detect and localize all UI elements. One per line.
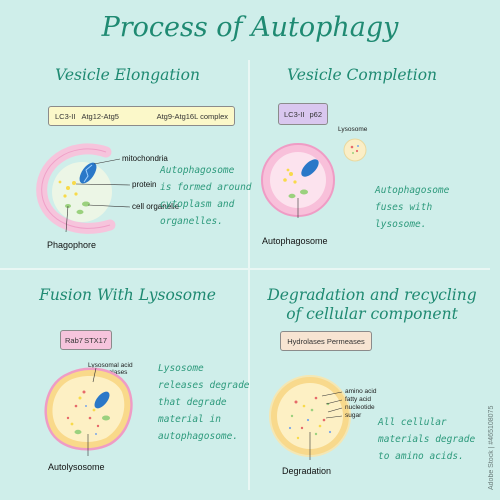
protein-stx17: STX17 [84,335,107,345]
elongation-protein-box: LC3-II Atg12-Atg5 Atg9-Atg16L complex [48,106,235,126]
degradation-heading: Degradation and recycling of cellular co… [252,286,492,324]
page-title: Process of Autophagy [101,12,399,43]
desc-line: Autophagosome [375,185,450,196]
phagophore-label: Phagophore [47,240,97,250]
degradation-heading-line: Degradation and recycling [267,286,477,304]
amino-acid-label: amino acid [345,388,377,395]
desc-line: to amino acids. [378,451,464,462]
degradation-protein-box: Hydrolases Permeases [280,331,372,351]
horizontal-divider [0,268,490,270]
sugar-label: sugar [345,412,362,419]
stock-watermark: Adobe Stock | #465108075 [488,405,495,490]
desc-line: organelles. [160,216,223,227]
protein-label: protein [132,180,157,189]
protein-atg12-atg5: Atg12-Atg5 [81,111,119,121]
lysosomal-acid-label: Lysosomal acid [88,362,133,369]
protein-lc3: LC3-II [55,111,76,121]
protein-rab7: Rab7 [65,335,83,345]
desc-line: is formed around [160,182,252,193]
organelle-label: cell organelle [132,202,180,211]
protein-atg9-complex: Atg9-Atg16L complex [156,111,228,121]
elongation-description: Autophagosome is formed around cytoplasm… [160,162,252,230]
completion-protein-box: LC3-II p62 [278,103,328,125]
desc-line: materials degrade [378,434,476,445]
desc-line: Lysosome [158,363,204,374]
degradation-heading-line: of cellular component [286,305,458,323]
autolysosome-label: Autolysosome [48,462,105,472]
protein-hydrolases-permeases: Hydrolases Permeases [287,336,365,346]
mitochondria-label: mitochondria [122,154,168,163]
desc-line: material in [158,414,221,425]
elongation-heading: Vesicle Elongation [55,66,200,84]
desc-line: Autophagosome [160,165,235,176]
vertical-divider [248,60,250,490]
protein-p62: p62 [309,109,322,119]
degradation-description: All cellular materials degrade to amino … [378,414,475,465]
desc-line: autophagosome. [158,431,239,442]
desc-line: lysosome. [375,219,427,230]
fatty-acid-label: fatty acid [345,396,372,403]
desc-line: that degrade [158,397,227,408]
completion-heading: Vesicle Completion [286,66,438,84]
protein-lc3: LC3-II [284,109,305,119]
phagophore-diagram [36,143,131,234]
fusion-heading: Fusion With Lysosome [39,286,216,304]
desc-line: fuses with [375,202,433,213]
autophagosome-label: Autophagosome [262,236,328,246]
degradation-diagram [269,375,351,460]
fusion-description: Lysosome releases degrade that degrade m… [158,360,250,445]
desc-line: cytoplasm and [160,199,235,210]
completion-description: Autophagosome fuses with lysosome. [375,182,449,233]
autolysosome-diagram [44,367,133,456]
degradation-label: Degradation [282,466,332,476]
desc-line: releases degrade [158,380,250,391]
lysosome-label: Lysosome [338,126,368,133]
lysosome-diagram [343,138,367,162]
desc-line: All cellular [378,417,447,428]
autophagosome-diagram [261,143,335,218]
fusion-protein-box: Rab7 STX17 [60,330,112,350]
nucleotide-label: nucleotide [345,404,375,411]
